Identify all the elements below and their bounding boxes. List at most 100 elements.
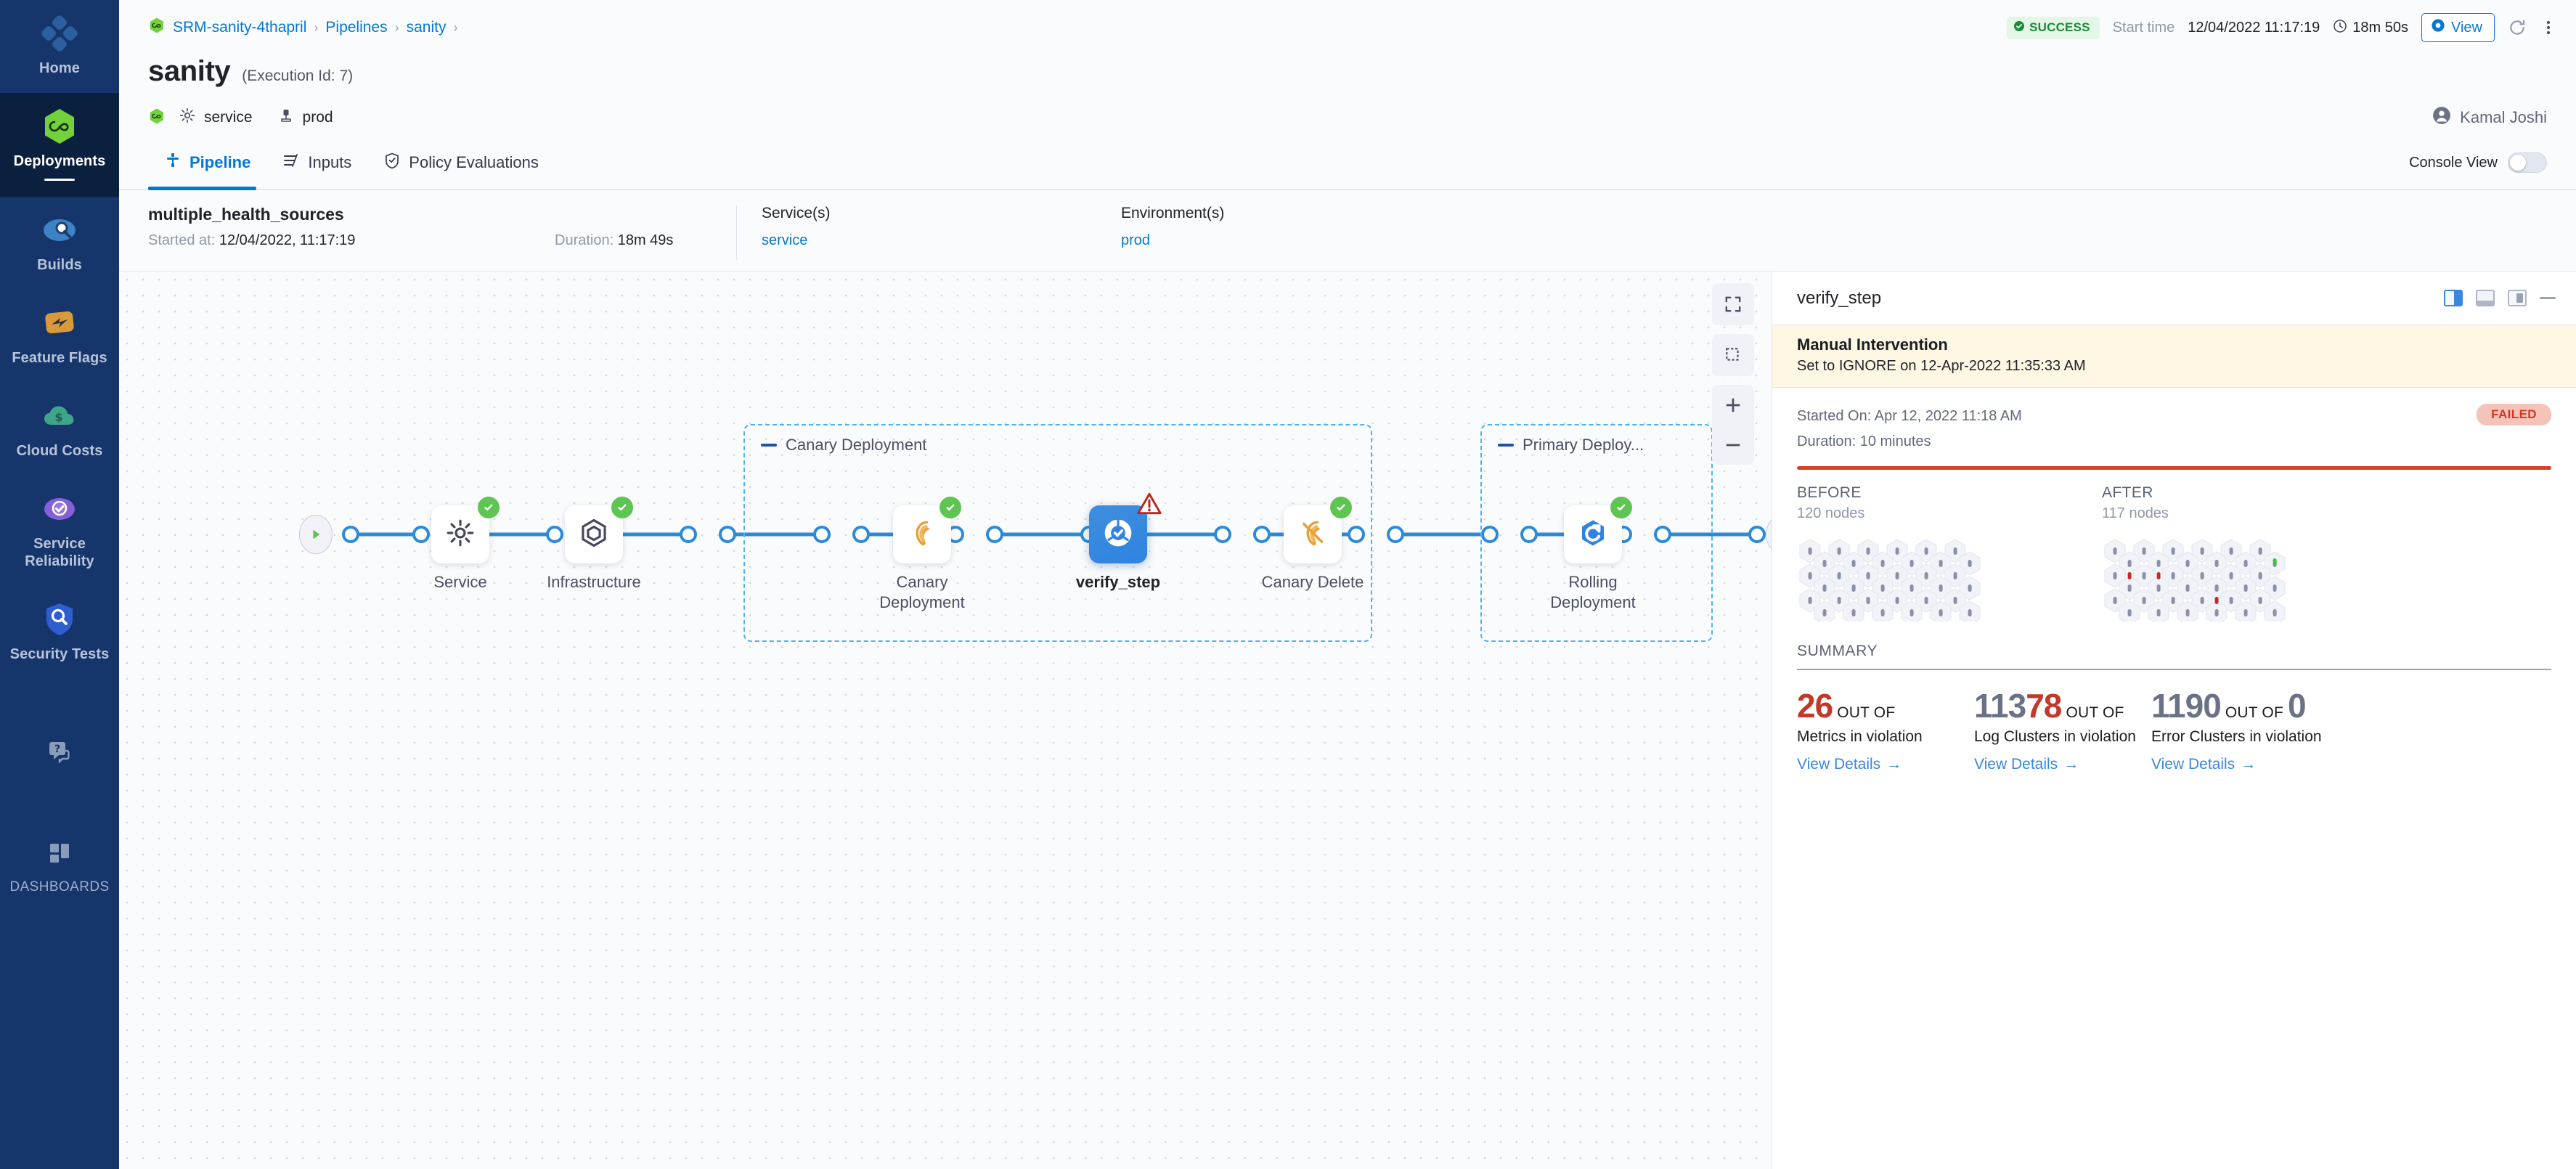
home-diamond-icon (41, 15, 78, 52)
environment-chip[interactable]: prod (277, 107, 333, 129)
step-duration: Duration: 10 minutes (1797, 433, 1931, 449)
minimize-icon[interactable] (2540, 297, 2556, 299)
duration-label: Duration: (555, 232, 614, 248)
fit-screen-icon[interactable] (1712, 283, 1754, 325)
tab-inputs[interactable]: Inputs (266, 137, 367, 189)
pipeline-icon (164, 152, 182, 174)
node-label: Service (433, 573, 487, 591)
kebab-menu-icon[interactable] (2540, 19, 2557, 36)
breadcrumb: SRM-sanity-4thapril › Pipelines › sanity… (148, 17, 457, 38)
toggle-knob (2510, 155, 2526, 171)
user-menu[interactable]: Kamal Joshi (2432, 106, 2547, 129)
sidebar-item-service-reliability[interactable]: Service Reliability (0, 476, 119, 586)
pipeline-node-canary-deployment[interactable]: Canary Deployment (879, 497, 965, 611)
pipeline-node-canary-delete[interactable]: Canary Delete (1262, 497, 1364, 591)
builds-icon (41, 211, 78, 249)
policy-shield-icon (383, 152, 401, 174)
check-circle-icon (2013, 20, 2025, 36)
environments-value[interactable]: prod (1121, 232, 1151, 248)
float-panel-icon[interactable] (2508, 290, 2527, 306)
view-button[interactable]: View (2421, 13, 2495, 42)
sidebar-item-label: Cloud Costs (16, 443, 103, 459)
environment-name: prod (302, 109, 333, 126)
status-badge-label: SUCCESS (2029, 20, 2090, 34)
pipeline-node-verify-step[interactable]: verify_step (1076, 492, 1162, 591)
sidebar-item-builds[interactable]: Builds (0, 197, 119, 290)
pipeline-node-infrastructure[interactable]: Infrastructure (547, 497, 641, 591)
started-at-label: Started at: (148, 232, 216, 248)
sidebar-item-label: Deployments (13, 153, 106, 169)
stat-outof-label: OUT OF (1837, 704, 1896, 721)
console-view-toggle[interactable] (2508, 152, 2547, 173)
sidebar-item-feature-flags[interactable]: Feature Flags (0, 290, 119, 383)
zoom-out-icon[interactable] (1712, 425, 1754, 465)
stat-log-clusters-in-violation: 11378 OUT OF Log Clusters in violation V… (1974, 686, 2141, 773)
sidebar-item-security-tests[interactable]: Security Tests (0, 586, 119, 679)
stat-outof-label: OUT OF (2066, 704, 2124, 721)
collapse-group-icon[interactable] (761, 444, 777, 447)
environments-label: Environment(s) (1121, 205, 1225, 221)
stat-error-clusters-in-violation: 1190 OUT OF 0 Error Clusters in violatio… (2151, 686, 2369, 773)
view-details-link[interactable]: View Details → (1797, 756, 1902, 773)
view-details-label: View Details (1974, 756, 2058, 773)
breadcrumb-item-sanity[interactable]: sanity (406, 19, 447, 36)
before-heading: BEFORE (1797, 484, 1862, 501)
before-node-count: 120 nodes (1797, 505, 1865, 521)
arrow-right-icon: → (2063, 756, 2079, 773)
view-details-link[interactable]: View Details → (1974, 756, 2079, 773)
sidebar-item-deployments[interactable]: Deployments (0, 93, 119, 197)
step-status-badge: FAILED (2477, 404, 2551, 425)
split-right-icon[interactable] (2444, 290, 2463, 306)
after-heading: AFTER (2102, 484, 2153, 501)
step-started-on: Started On: Apr 12, 2022 11:18 AM (1797, 408, 2022, 424)
after-hex-grid (2102, 538, 2407, 625)
pipeline-canvas[interactable]: Canary Deployment Primary Deploy... (119, 272, 1772, 1169)
stage-group-canary-deployment[interactable]: Canary Deployment (743, 424, 1372, 642)
breadcrumb-separator: › (314, 20, 319, 35)
stage-group-primary-deployment[interactable]: Primary Deploy... (1480, 424, 1713, 642)
help-chat-icon: ? (41, 733, 78, 770)
zoom-in-icon[interactable] (1712, 385, 1754, 425)
node-status-success-icon (1330, 497, 1352, 518)
sidebar-item-help[interactable]: ? (0, 718, 119, 786)
pipeline-start-node[interactable] (299, 515, 333, 554)
split-bottom-icon[interactable] (2476, 290, 2495, 306)
page-title: sanity (148, 55, 231, 87)
svg-text:?: ? (54, 744, 60, 755)
node-status-warning-icon (1137, 492, 1162, 519)
verify-icon (1102, 517, 1134, 553)
services-value[interactable]: service (762, 232, 808, 248)
select-area-icon[interactable] (1712, 334, 1754, 376)
tab-policy-evaluations[interactable]: Policy Evaluations (367, 137, 555, 189)
duration-value: 18m 49s (617, 232, 674, 248)
group-label: Canary Deployment (786, 436, 927, 454)
security-tests-shield-icon (41, 600, 78, 638)
view-details-label: View Details (1797, 756, 1881, 773)
feature-flags-icon (41, 304, 78, 342)
pipeline-node-service[interactable]: Service (431, 497, 500, 591)
environment-icon (277, 107, 295, 129)
collapse-group-icon[interactable] (1498, 444, 1514, 447)
stat-value: 26 (1797, 687, 1833, 725)
tab-pipeline[interactable]: Pipeline (148, 137, 266, 190)
stat-value: 78 (2026, 687, 2062, 725)
breadcrumb-item-project[interactable]: SRM-sanity-4thapril (173, 19, 307, 36)
breadcrumb-item-pipelines[interactable]: Pipelines (325, 19, 388, 36)
stat-total-prev: 1190 (2151, 687, 2222, 725)
node-label: Canary Deployment (879, 573, 965, 612)
after-column: AFTER 117 nodes (2102, 484, 2407, 625)
hex-grid-after (2104, 539, 2286, 625)
services-column: Service(s) service (736, 205, 910, 260)
canary-bird-icon (906, 517, 938, 553)
tab-label: Policy Evaluations (409, 153, 539, 171)
view-details-link[interactable]: View Details → (2151, 756, 2256, 773)
dashboards-grid-icon (41, 834, 78, 872)
sidebar-item-home[interactable]: Home (0, 0, 119, 93)
console-view-label: Console View (2409, 154, 2498, 171)
service-chip[interactable]: service (179, 107, 253, 129)
refresh-icon[interactable] (2508, 18, 2527, 37)
pipeline-node-rolling-deployment[interactable]: Rolling Deployment (1550, 497, 1636, 611)
sidebar-item-dashboards[interactable]: DASHBOARDS (0, 820, 119, 911)
sidebar-item-cloud-costs[interactable]: $ Cloud Costs (0, 383, 119, 476)
start-time-value: 12/04/2022 11:17:19 (2188, 19, 2320, 36)
